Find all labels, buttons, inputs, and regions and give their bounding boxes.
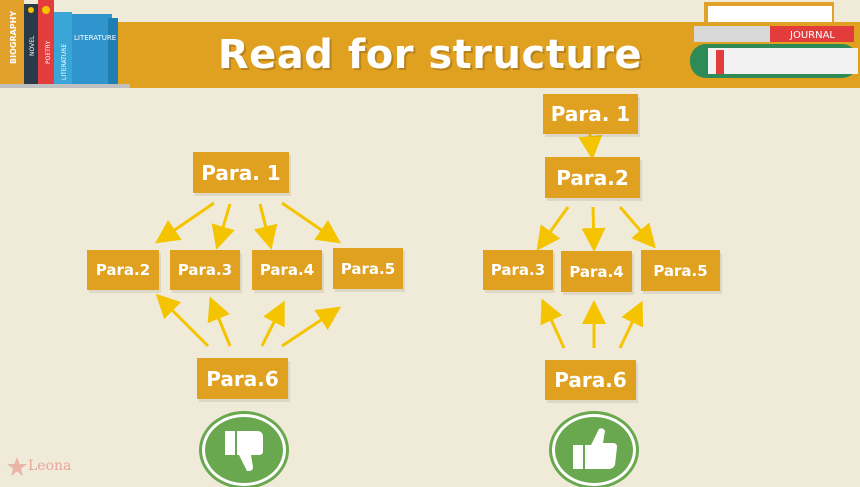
arrow: [211, 203, 235, 250]
book-spine-4: LITERATURE: [61, 44, 68, 80]
star-logo-icon: [7, 457, 27, 476]
arrow: [281, 201, 341, 244]
right-para-3: Para.3: [483, 250, 553, 290]
arrow: [540, 298, 566, 349]
left-para-4: Para.4: [252, 250, 322, 290]
arrow: [260, 300, 285, 347]
left-para-1: Para. 1: [193, 152, 289, 193]
book-spine-1: BIOGRAPHY: [9, 11, 18, 64]
thumbs-up-icon: [552, 414, 636, 486]
book-spine-2: NOVEL: [29, 35, 36, 56]
arrow: [155, 201, 215, 244]
book-spine-5: LITERATURE: [74, 34, 116, 42]
arrow: [253, 203, 278, 250]
left-para-2: Para.2: [87, 250, 159, 290]
right-para-4: Para.4: [561, 251, 632, 292]
watermark-text: Leona: [28, 458, 72, 474]
left-para-6: Para.6: [197, 358, 288, 399]
right-para-5: Para.5: [641, 250, 720, 291]
thumbs-down-icon: [202, 414, 286, 486]
book-spine-journal: JOURNAL: [789, 30, 835, 41]
book-spine-3: POETRY: [45, 40, 52, 64]
left-para-3: Para.3: [170, 250, 240, 290]
arrow: [618, 300, 644, 349]
arrow: [155, 293, 210, 348]
arrow: [578, 133, 603, 160]
arrow: [581, 206, 606, 252]
arrow: [207, 296, 232, 347]
left-para-5: Para.5: [333, 248, 403, 289]
right-para-1: Para. 1: [543, 94, 638, 134]
book-stack-right-icon: JOURNAL: [690, 2, 858, 78]
arrow: [618, 206, 656, 249]
book-stack-left-icon: BIOGRAPHY NOVEL POETRY LITERATURE LITERA…: [0, 0, 130, 88]
right-para-2: Para.2: [545, 157, 640, 198]
right-para-6: Para.6: [545, 360, 636, 400]
slide-title: Read for structure: [217, 32, 643, 78]
arrow: [281, 306, 341, 348]
arrow: [536, 206, 570, 251]
